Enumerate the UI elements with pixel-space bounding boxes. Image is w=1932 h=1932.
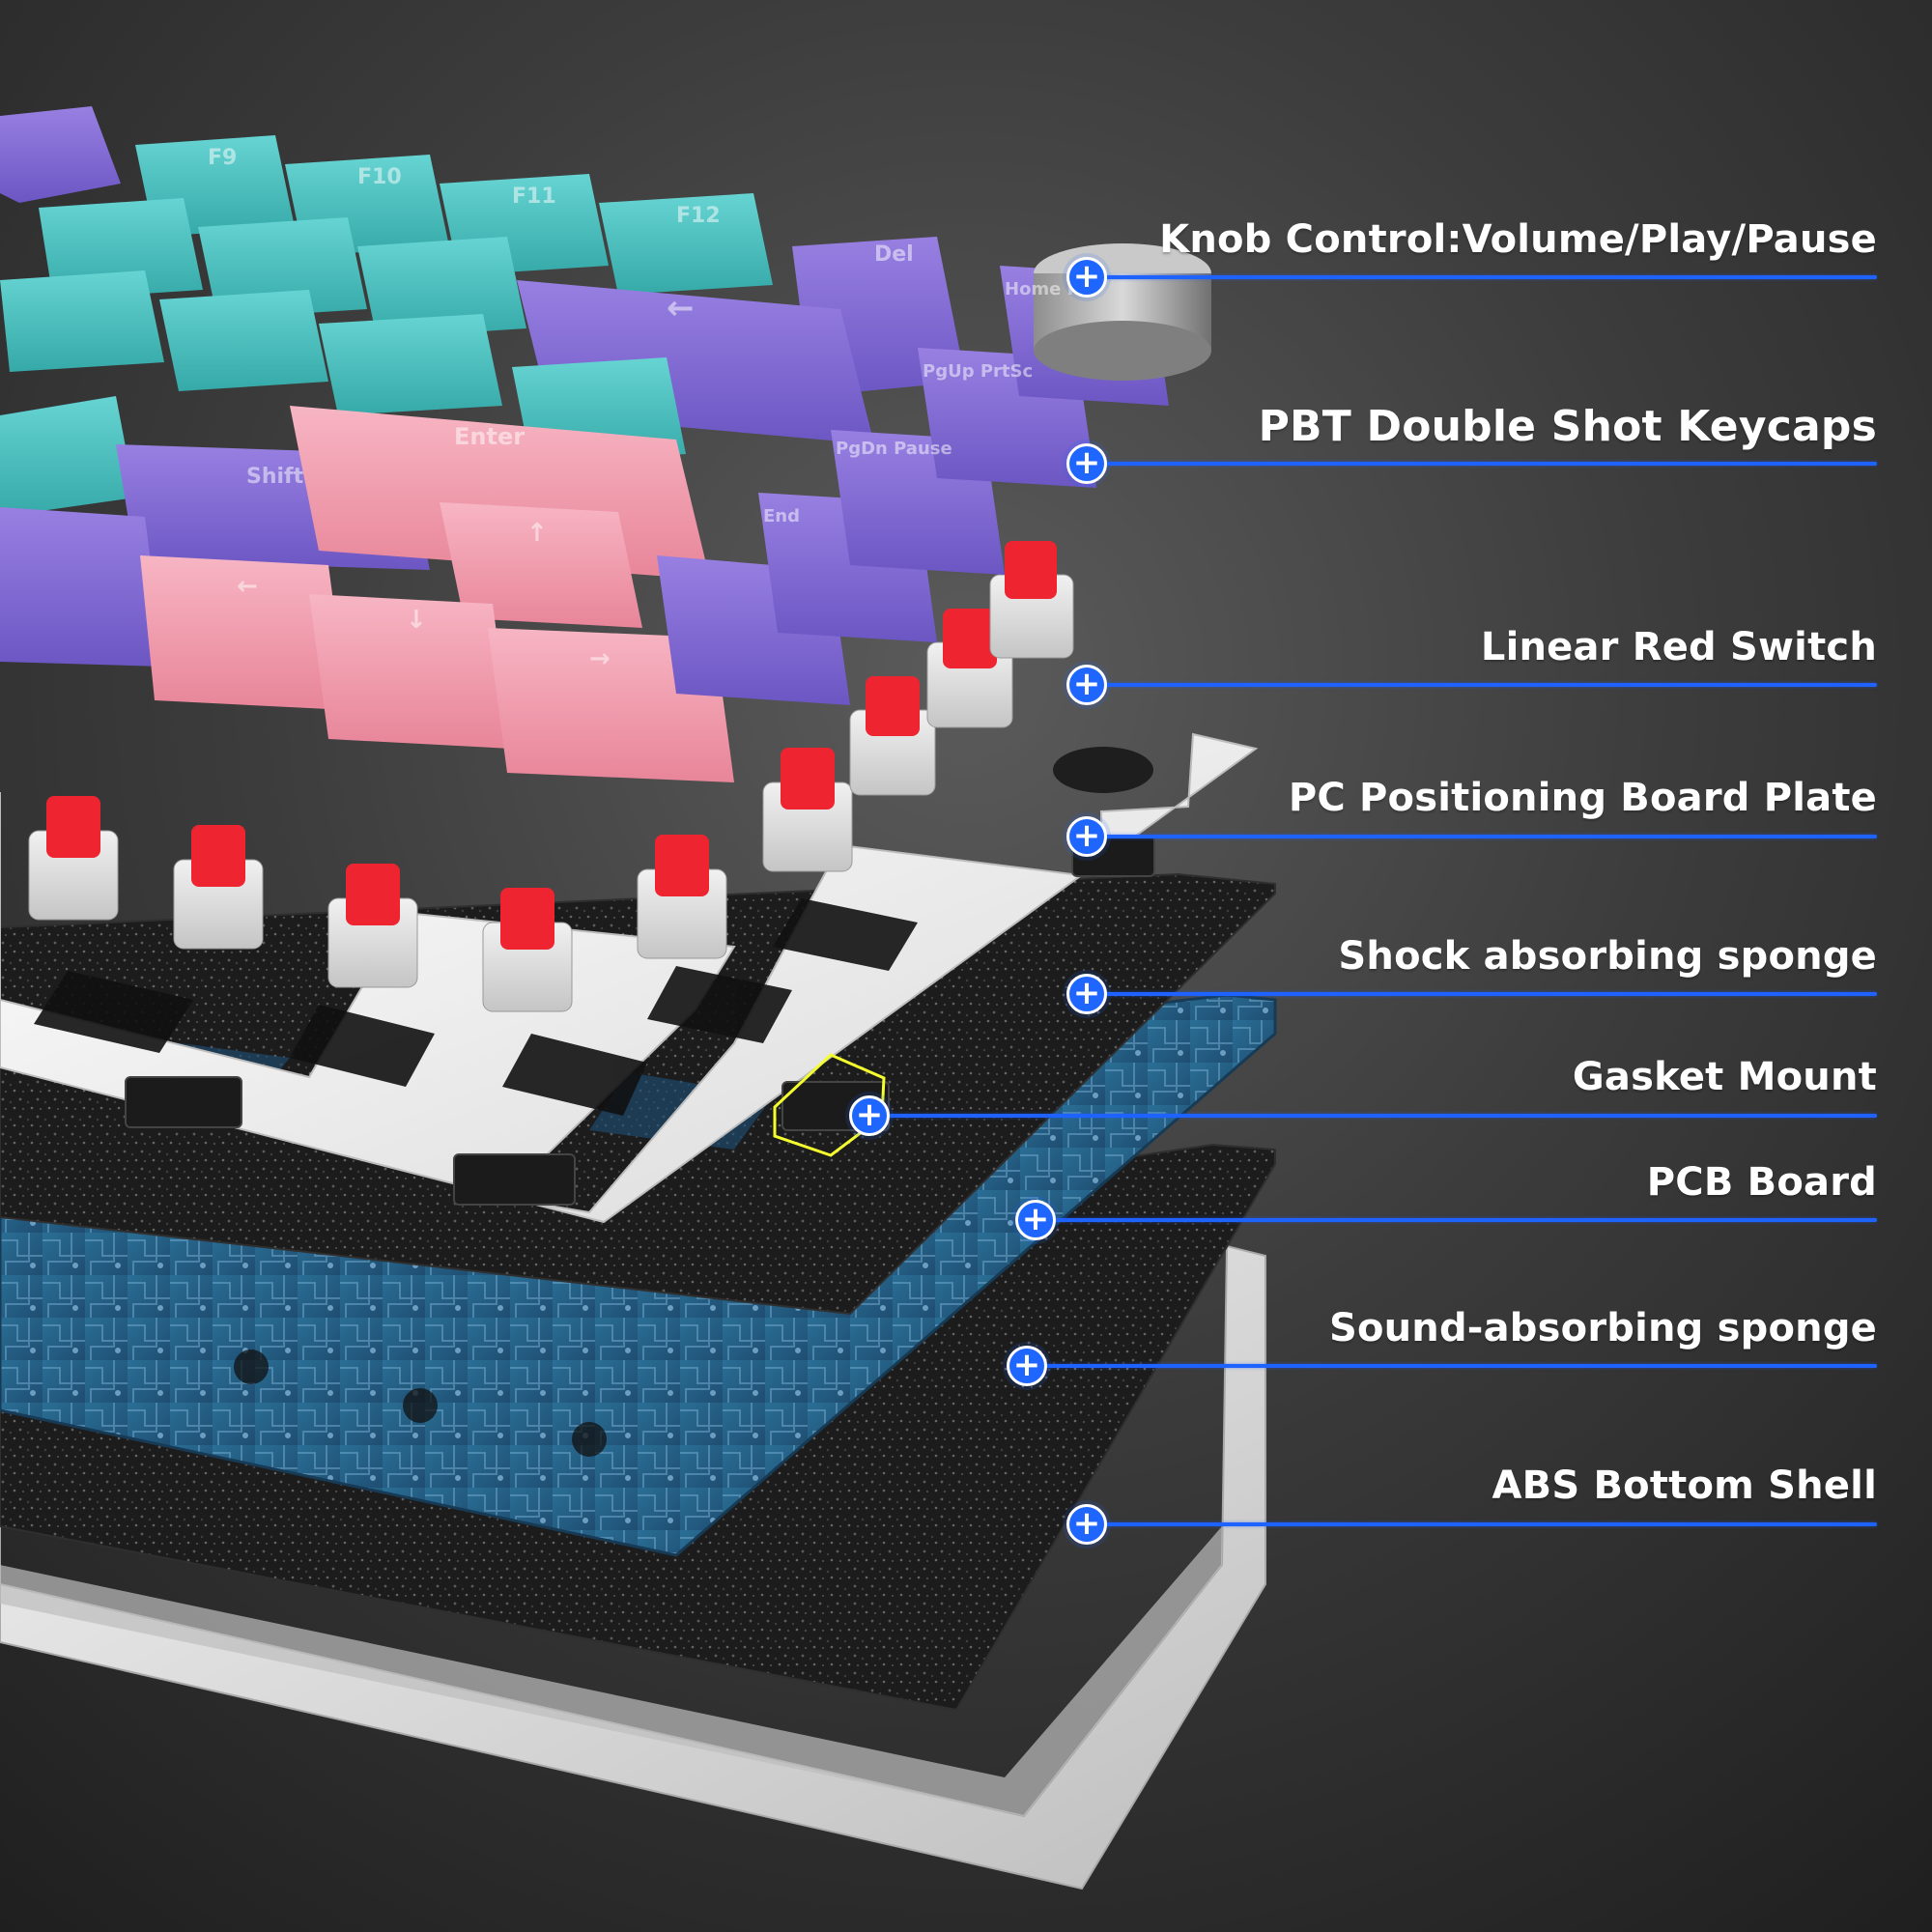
keycap-cluster	[0, 106, 1169, 782]
key-home-label: Home Ins	[1005, 279, 1096, 299]
key-left-label: ←	[237, 572, 258, 601]
key-pgup-label: PgUp PrtSc	[923, 361, 1033, 382]
key-f9-label: F9	[208, 146, 237, 170]
key-del-label: Del	[874, 242, 914, 267]
key-end-label: End	[763, 506, 800, 526]
key-backspace-label: ←	[667, 289, 695, 327]
switch-grid	[28, 541, 1074, 1012]
key-up-label: ↑	[526, 519, 548, 548]
key-down-label: ↓	[406, 606, 427, 635]
key-f12-label: F12	[676, 204, 721, 228]
key-shift-label: Shift	[246, 465, 304, 489]
key-f10-label: F10	[357, 165, 402, 189]
key-pgdn-label: PgDn Pause	[836, 439, 952, 459]
key-f11-label: F11	[512, 185, 556, 209]
key-enter-label: Enter	[454, 423, 525, 450]
key-right-label: →	[589, 644, 611, 673]
